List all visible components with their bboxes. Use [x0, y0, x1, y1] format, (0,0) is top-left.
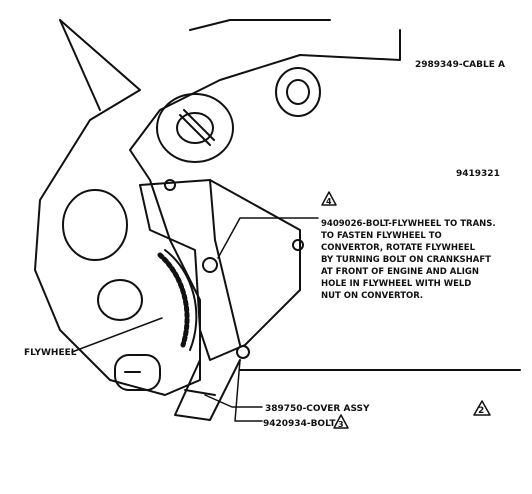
bolt-note-line-4: BY TURNING BOLT ON CRANKSHAFT: [321, 255, 491, 265]
bolt-note-line-6: HOLE IN FLYWHEEL WITH WELD: [321, 279, 471, 289]
callout-number-3: 3: [338, 420, 344, 429]
cover-plate-edge: [209, 179, 241, 346]
right-boss-inner: [286, 79, 310, 105]
leader-flywheel: [71, 317, 163, 353]
cover-flange-inner: [184, 389, 216, 396]
right-boss: [275, 67, 321, 117]
callout-number-2: 2: [478, 406, 484, 416]
cover-plate: [139, 179, 301, 361]
cover-assy-label: 389750-COVER ASSY: [265, 404, 370, 414]
upper-bolt: [179, 109, 215, 146]
engine-block-top: [189, 19, 331, 31]
bolt-note-line-7: NUT ON CONVERTOR.: [321, 291, 423, 301]
cover-bolt-lower: [236, 345, 250, 359]
callout-number-4: 4: [326, 197, 332, 206]
callout-triangle-3: [333, 414, 349, 429]
bolt-note-line-5: AT FRONT OF ENGINE AND ALIGN: [321, 267, 479, 277]
cover-bolt-label: 9420934-BOLT: [263, 419, 336, 429]
cable-label: 2989349-CABLE A: [415, 60, 505, 70]
leader-cover-bolt: [234, 359, 263, 422]
flywheel-teeth: [157, 252, 190, 348]
cover-bolt-right: [292, 239, 304, 251]
lower-stud-body: [114, 354, 161, 391]
leader-bolt-note: [217, 217, 319, 259]
upper-boss: [156, 93, 234, 163]
lower-pad: [62, 189, 128, 261]
leader-cover: [204, 394, 263, 408]
callout-triangle-2: [473, 400, 491, 416]
flywheel-bolt: [202, 257, 218, 273]
engine-block-outline: [34, 19, 401, 396]
flywheel-label: FLYWHEEL: [24, 348, 77, 358]
part-number-label: 9419321: [456, 169, 500, 179]
block-side-line: [59, 19, 101, 111]
bolt-note-line-2: TO FASTEN FLYWHEEL TO: [321, 231, 442, 241]
flywheel-ring: [164, 249, 198, 351]
upper-boss-inner: [176, 112, 214, 144]
bolt-note-line-1: 9409026-BOLT-FLYWHEEL TO TRANS.: [321, 219, 496, 229]
bolt-note-line-3: CONVERTOR, ROTATE FLYWHEEL: [321, 243, 476, 253]
cover-bolt-top: [164, 179, 176, 191]
callout-triangle-4: [321, 191, 337, 206]
lower-pad-2: [97, 279, 143, 321]
cover-flange: [174, 359, 241, 421]
